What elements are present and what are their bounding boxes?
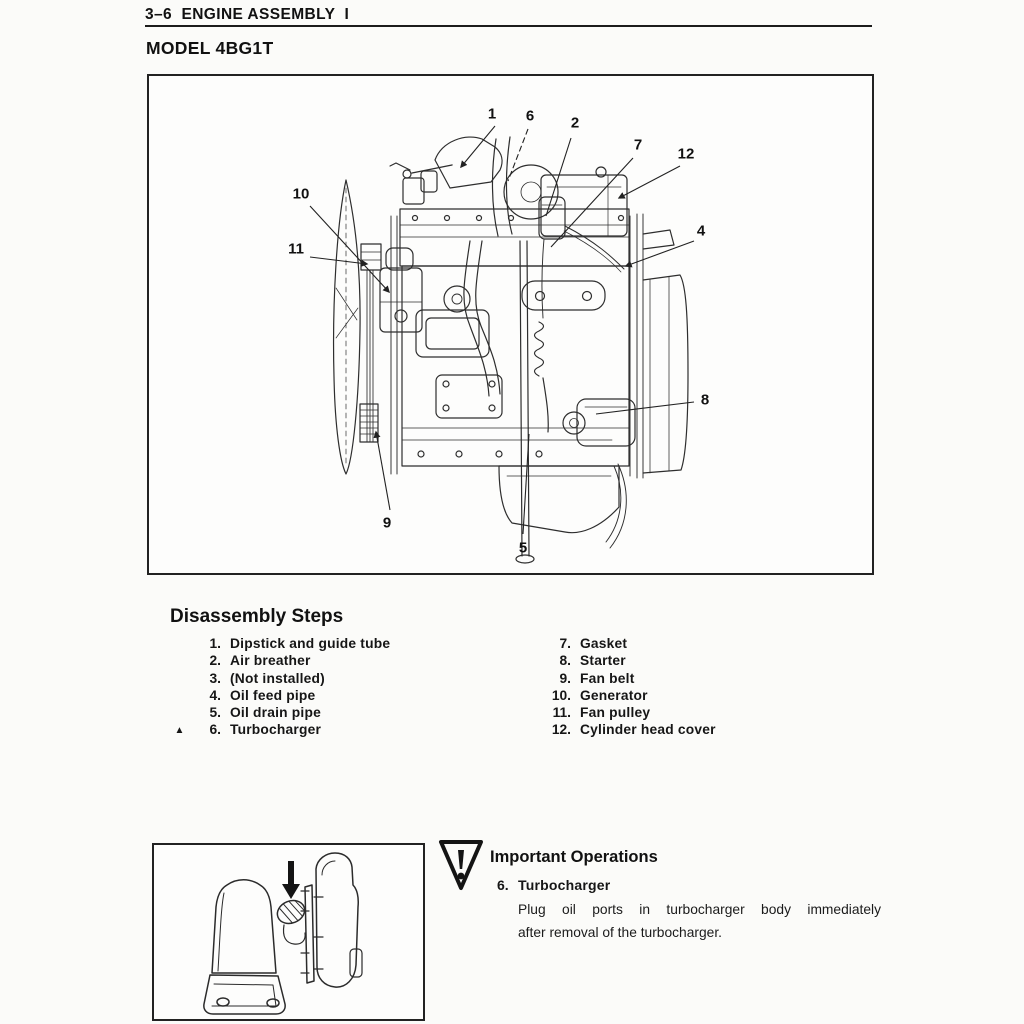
step-number: 11. xyxy=(552,705,571,721)
step-label: Turbocharger xyxy=(230,722,322,738)
turbocharger-inset-box xyxy=(152,843,425,1021)
step-item: 10. Generator xyxy=(540,688,860,705)
figure-callout-4: 4 xyxy=(696,222,706,240)
step-item: 9. Fan belt xyxy=(540,671,860,688)
step-number: 12. xyxy=(551,722,571,738)
step-label: Oil drain pipe xyxy=(230,705,321,721)
figure-callout-1: 1 xyxy=(487,105,497,123)
page-header: 3–6 ENGINE ASSEMBLY I xyxy=(145,6,350,23)
callout-leader-lines xyxy=(309,125,695,535)
important-operations-title: Important Operations xyxy=(490,848,658,866)
step-label: Gasket xyxy=(580,636,628,651)
model-title: MODEL 4BG1T xyxy=(146,38,274,58)
warning-triangle-icon xyxy=(438,838,484,894)
step-label: Cylinder head cover xyxy=(580,722,716,738)
step-number: 7. xyxy=(559,636,571,651)
step-item: ▲ 6. Turbocharger xyxy=(172,722,502,739)
step-item: 3. (Not installed) xyxy=(172,671,502,688)
step-number: 8. xyxy=(559,653,571,669)
step-item: 5. Oil drain pipe xyxy=(172,705,502,722)
step-label: Fan pulley xyxy=(580,705,651,721)
important-item-title: Turbocharger xyxy=(518,877,611,893)
figure-callout-12: 12 xyxy=(677,145,695,163)
step-label: Dipstick and guide tube xyxy=(230,636,391,651)
step-label: Oil feed pipe xyxy=(230,687,316,703)
step-number: 2. xyxy=(209,653,221,669)
figure-callout-5: 5 xyxy=(518,539,528,557)
figure-callout-8: 8 xyxy=(700,391,710,409)
engine-figure-box: 1 6 2 7 12 10 11 4 8 9 5 xyxy=(147,74,874,575)
step-item: 11. Fan pulley xyxy=(540,705,860,722)
step-number: 5. xyxy=(209,705,221,721)
engine-diagram: 1 6 2 7 12 10 11 4 8 9 5 xyxy=(149,76,872,573)
step-number: 3. xyxy=(209,670,221,686)
steps-title: Disassembly Steps xyxy=(170,606,344,627)
step-item: 1. Dipstick and guide tube xyxy=(172,636,502,653)
turbocharger-detail-drawing xyxy=(203,852,363,1015)
figure-callout-2: 2 xyxy=(570,114,580,132)
step-label: Fan belt xyxy=(580,670,635,686)
step-number: 10. xyxy=(551,687,571,703)
step-item: 2. Air breather xyxy=(172,653,502,670)
important-item-number: 6. xyxy=(497,877,509,893)
step-number: 6. xyxy=(209,722,221,738)
engine-line-art xyxy=(309,125,695,564)
step-number: 4. xyxy=(209,687,221,703)
header-rule xyxy=(145,25,872,27)
step-number: 9. xyxy=(559,670,571,686)
oil-port-arrow-icon xyxy=(282,861,300,899)
important-item-body: Plug oil ports in turbocharger body imme… xyxy=(518,899,881,944)
step-label: Air breather xyxy=(230,653,311,669)
step-item: 8. Starter xyxy=(540,653,860,670)
step-item: 7. Gasket xyxy=(540,636,860,653)
steps-list-right: 7. Gasket 8. Starter 9. Fan belt 10. Generat… xyxy=(540,636,860,740)
step-number: 1. xyxy=(209,636,221,651)
figure-callout-6: 6 xyxy=(525,107,535,125)
step-item: 4. Oil feed pipe xyxy=(172,688,502,705)
step-item: 12. Cylinder head cover xyxy=(540,722,860,739)
important-body-line2: after removal of the turbocharger. xyxy=(518,924,722,940)
figure-callout-11: 11 xyxy=(288,240,304,258)
figure-callout-7: 7 xyxy=(633,136,643,154)
steps-list-left: 1. Dipstick and guide tube 2. Air breather… xyxy=(172,636,502,740)
step-marker-triangle: ▲ xyxy=(174,725,185,737)
figure-callout-10: 10 xyxy=(292,185,310,203)
step-label: Starter xyxy=(580,653,626,669)
step-label: (Not installed) xyxy=(230,670,325,686)
important-body-line1: Plug oil ports in turbocharger body imme… xyxy=(518,902,881,917)
step-label: Generator xyxy=(580,687,648,703)
figure-callout-9: 9 xyxy=(382,514,392,532)
